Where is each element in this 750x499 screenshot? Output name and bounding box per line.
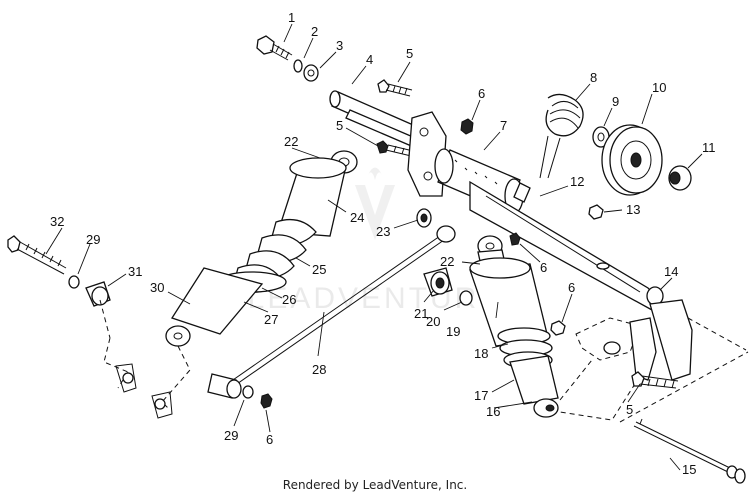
callout-13: 13	[626, 202, 640, 217]
spacer-part-21	[423, 267, 453, 297]
nut-part-13	[588, 204, 604, 220]
callout-12: 12	[570, 174, 584, 189]
callout-6: 6	[478, 86, 485, 101]
watermark-text: LEADVENTURE	[248, 282, 503, 315]
washer-part-20	[459, 290, 473, 306]
bushing-part-11	[668, 165, 692, 191]
shock-absorber-left	[165, 150, 358, 347]
callout-30: 30	[150, 280, 164, 295]
callout-5: 5	[406, 46, 413, 61]
callout-11: 11	[702, 140, 716, 155]
bolt-part-1	[256, 35, 293, 61]
callout-5b: 5	[336, 118, 343, 133]
nut-part-6-bottom	[260, 393, 273, 409]
tie-rod-part-28	[207, 225, 456, 399]
bracket-outline-left	[115, 363, 173, 419]
callout-labels: 1 2 3 4 5 6 7 8 9 10 11 12 13 14 5 22 24…	[50, 10, 716, 477]
callout-16: 16	[486, 404, 500, 419]
callout-27: 27	[264, 312, 278, 327]
callout-leaders	[45, 23, 703, 471]
bolt-part-5-top	[377, 79, 413, 97]
callout-6d: 6	[266, 432, 273, 447]
watermark-logo	[355, 167, 395, 240]
callout-1: 1	[288, 10, 295, 25]
callout-17: 17	[474, 388, 488, 403]
callout-25: 25	[312, 262, 326, 277]
dashed-leader-left-2	[161, 345, 191, 411]
callout-31: 31	[128, 264, 142, 279]
callout-15: 15	[682, 462, 696, 477]
callout-29b: 29	[224, 428, 238, 443]
mount-bracket-right	[559, 299, 749, 423]
bushing-part-31	[85, 281, 111, 307]
callout-29: 29	[86, 232, 100, 247]
callout-5c: 5	[626, 402, 633, 417]
callout-24: 24	[350, 210, 364, 225]
idler-wheel-part-10	[601, 124, 663, 196]
torsion-spring-part-8	[539, 93, 584, 179]
shock-absorber-right	[469, 232, 559, 418]
callout-14: 14	[664, 264, 678, 279]
washer-part-29-left	[68, 275, 80, 289]
washer-part-2	[293, 59, 303, 73]
callout-20: 20	[426, 314, 440, 329]
sleeve-part-7	[434, 148, 531, 214]
callout-22: 22	[284, 134, 298, 149]
bolt-part-32	[7, 235, 67, 275]
callout-22b: 22	[440, 254, 454, 269]
callout-7: 7	[500, 118, 507, 133]
bolt-part-15	[633, 418, 746, 484]
callout-19: 19	[446, 324, 460, 339]
washer-part-29-bottom	[242, 385, 254, 399]
washer-part-3	[303, 64, 319, 82]
callout-2: 2	[311, 24, 318, 39]
callout-26: 26	[282, 292, 296, 307]
spacer-part-23	[416, 208, 432, 228]
render-credit: Rendered by LeadVenture, Inc.	[282, 478, 468, 492]
nut-part-6-top	[460, 118, 474, 135]
shaft-part-4	[329, 90, 421, 149]
callout-9: 9	[612, 94, 619, 109]
callout-3: 3	[336, 38, 343, 53]
nut-part-6-right	[550, 320, 566, 336]
callout-28: 28	[312, 362, 326, 377]
callout-4: 4	[366, 52, 373, 67]
callout-21: 21	[414, 306, 428, 321]
callout-6b: 6	[540, 260, 547, 275]
bolt-part-5-bottom	[631, 371, 679, 389]
callout-10: 10	[652, 80, 666, 95]
callout-8: 8	[590, 70, 597, 85]
callout-23: 23	[376, 224, 390, 239]
callout-6c: 6	[568, 280, 575, 295]
callout-18: 18	[474, 346, 488, 361]
callout-32: 32	[50, 214, 64, 229]
rail-arm-part-12	[469, 180, 661, 311]
